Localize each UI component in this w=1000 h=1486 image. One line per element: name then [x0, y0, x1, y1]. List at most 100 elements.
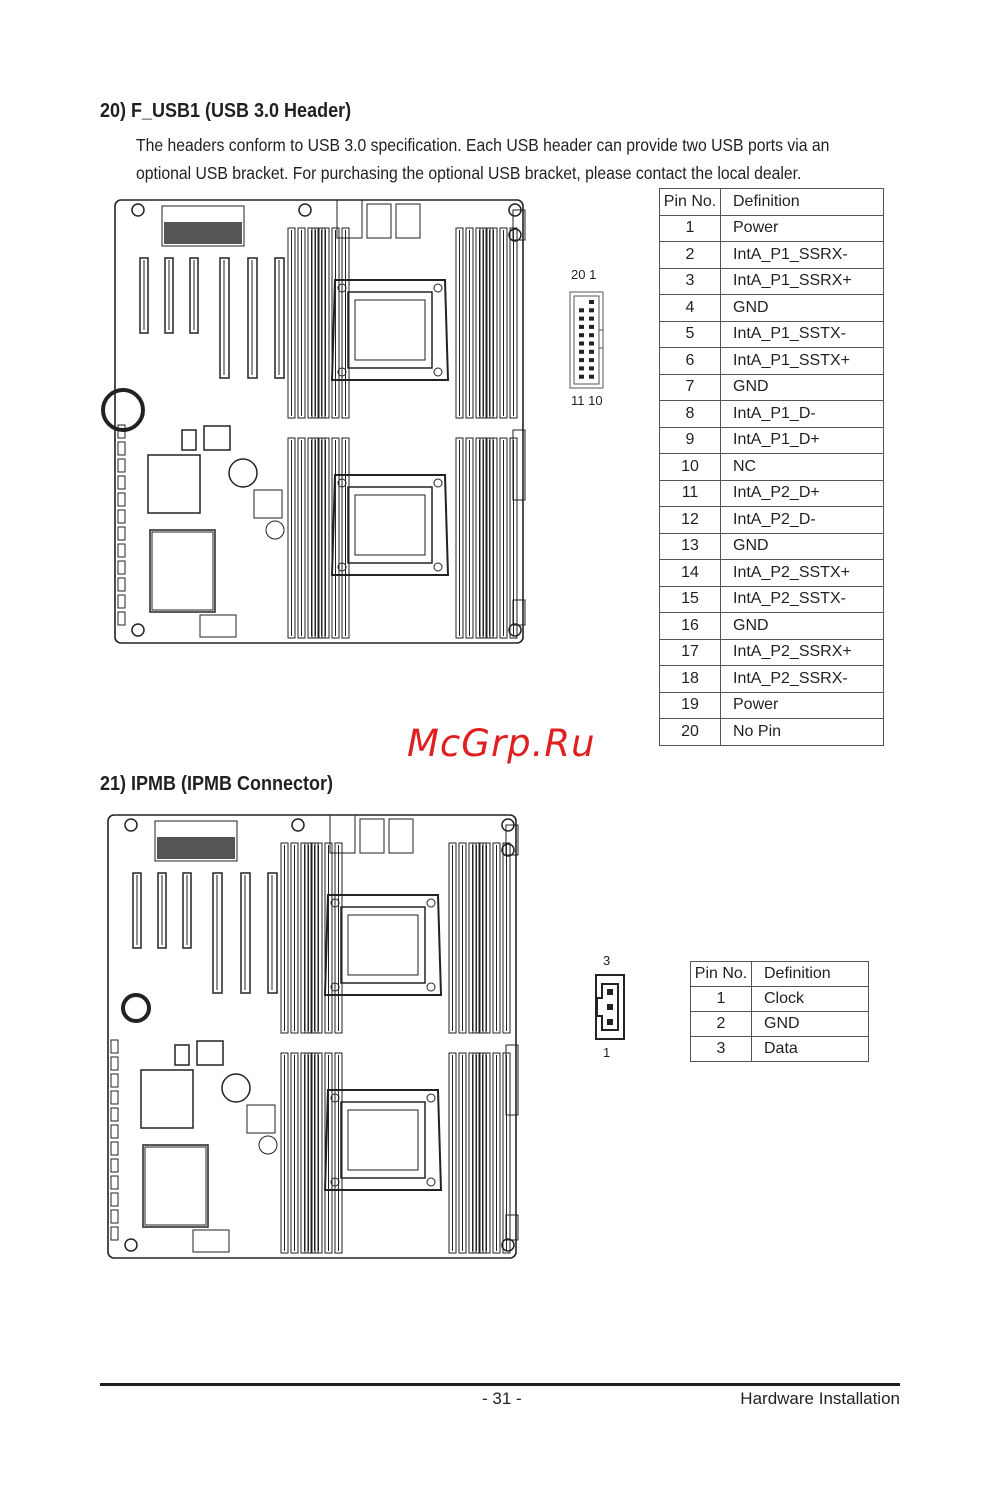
dimm-slot	[499, 437, 508, 639]
board-component	[337, 478, 347, 488]
pcie-slot	[139, 257, 149, 334]
sata-port	[117, 441, 126, 456]
pcie-slot-header	[161, 205, 245, 247]
dimm-slot	[321, 437, 330, 639]
battery	[221, 1073, 251, 1103]
dimm-slot	[455, 227, 464, 419]
board-component	[192, 1229, 230, 1253]
pin-definition: IntA_P2_SSRX+	[720, 638, 884, 666]
board-component	[181, 429, 197, 451]
board-component	[337, 283, 347, 293]
dimm-slot	[448, 842, 457, 1034]
cpu-socket	[330, 474, 450, 576]
pcie-slot	[274, 257, 285, 379]
dimm-slot	[324, 842, 333, 1034]
pcie-slot	[267, 872, 278, 994]
pin-number: 15	[659, 585, 721, 613]
pin-label-top: 20 1	[571, 267, 597, 282]
dimm-slot	[280, 842, 289, 1034]
pin-number: 3	[690, 1036, 752, 1062]
pin-number: 19	[659, 691, 721, 719]
dimm-slot	[489, 227, 498, 419]
pin-definition: GND	[720, 612, 884, 640]
board-component	[174, 1044, 190, 1066]
page-number: - 31 -	[482, 1389, 522, 1408]
header-pin-icon	[579, 366, 584, 371]
board-component	[347, 914, 419, 976]
sata-port	[117, 526, 126, 541]
usb3-header-connector-icon	[569, 291, 604, 389]
header-pin-icon	[589, 349, 594, 354]
board-outline	[107, 814, 517, 1259]
board-component	[258, 1135, 278, 1155]
sata-port	[117, 492, 126, 507]
board-component	[433, 367, 443, 377]
dimm-slot	[482, 842, 491, 1034]
dimm-slot	[465, 227, 474, 419]
pin-number: 18	[659, 665, 721, 693]
board-component	[144, 1146, 207, 1226]
board-component	[347, 1109, 419, 1171]
motherboard-diagram-ipmb	[107, 814, 519, 1259]
pin-number: 10	[659, 453, 721, 481]
pin-definition: Power	[720, 214, 884, 242]
section-21-title: 21) IPMB (IPMB Connector)	[100, 773, 334, 795]
dimm-slot	[304, 1052, 313, 1254]
pin-number: 20	[659, 718, 721, 746]
board-component	[157, 837, 235, 859]
pin-number: 3	[659, 267, 721, 295]
pin-number: 6	[659, 347, 721, 375]
board-component	[354, 494, 426, 556]
dimm-slot	[465, 437, 474, 639]
pin-definition: IntA_P1_SSTX-	[720, 320, 884, 348]
dimm-slot	[479, 437, 488, 639]
io-port	[336, 199, 363, 239]
board-component	[359, 818, 385, 854]
pin-definition: IntA_P2_SSRX-	[720, 665, 884, 693]
sata-port	[117, 458, 126, 473]
pin-number: 2	[690, 1011, 752, 1037]
header-pin-icon	[579, 324, 584, 329]
pcie-slot	[157, 872, 167, 949]
mounting-hole	[508, 623, 522, 637]
dimm-slot	[472, 842, 481, 1034]
mounting-hole	[124, 1238, 138, 1252]
pin-definition: IntA_P2_D+	[720, 479, 884, 507]
pin-label-bottom: 11 10	[571, 393, 603, 408]
board-component	[426, 1177, 436, 1187]
highlighted-connector	[101, 388, 145, 432]
mounting-hole	[501, 843, 515, 857]
dimm-slot	[492, 1052, 501, 1254]
pin-number: 5	[659, 320, 721, 348]
board-component	[512, 599, 526, 626]
board-component	[347, 486, 433, 564]
mounting-hole	[131, 623, 145, 637]
cpu-socket	[323, 1089, 443, 1191]
board-component	[512, 209, 526, 241]
pin-definition: No Pin	[720, 718, 884, 746]
dimm-slot	[311, 437, 320, 639]
pin-number: 1	[690, 986, 752, 1012]
sata-port	[110, 1192, 119, 1207]
board-component	[347, 291, 433, 369]
pin-number: 14	[659, 559, 721, 587]
header-pin-icon	[589, 316, 594, 321]
header-pin-icon	[589, 308, 594, 313]
pin-number: 11	[659, 479, 721, 507]
chipset	[147, 454, 201, 514]
header-pin-icon	[579, 358, 584, 363]
pin-number: 4	[659, 294, 721, 322]
pcie-slot	[182, 872, 192, 949]
sata-port	[110, 1209, 119, 1224]
